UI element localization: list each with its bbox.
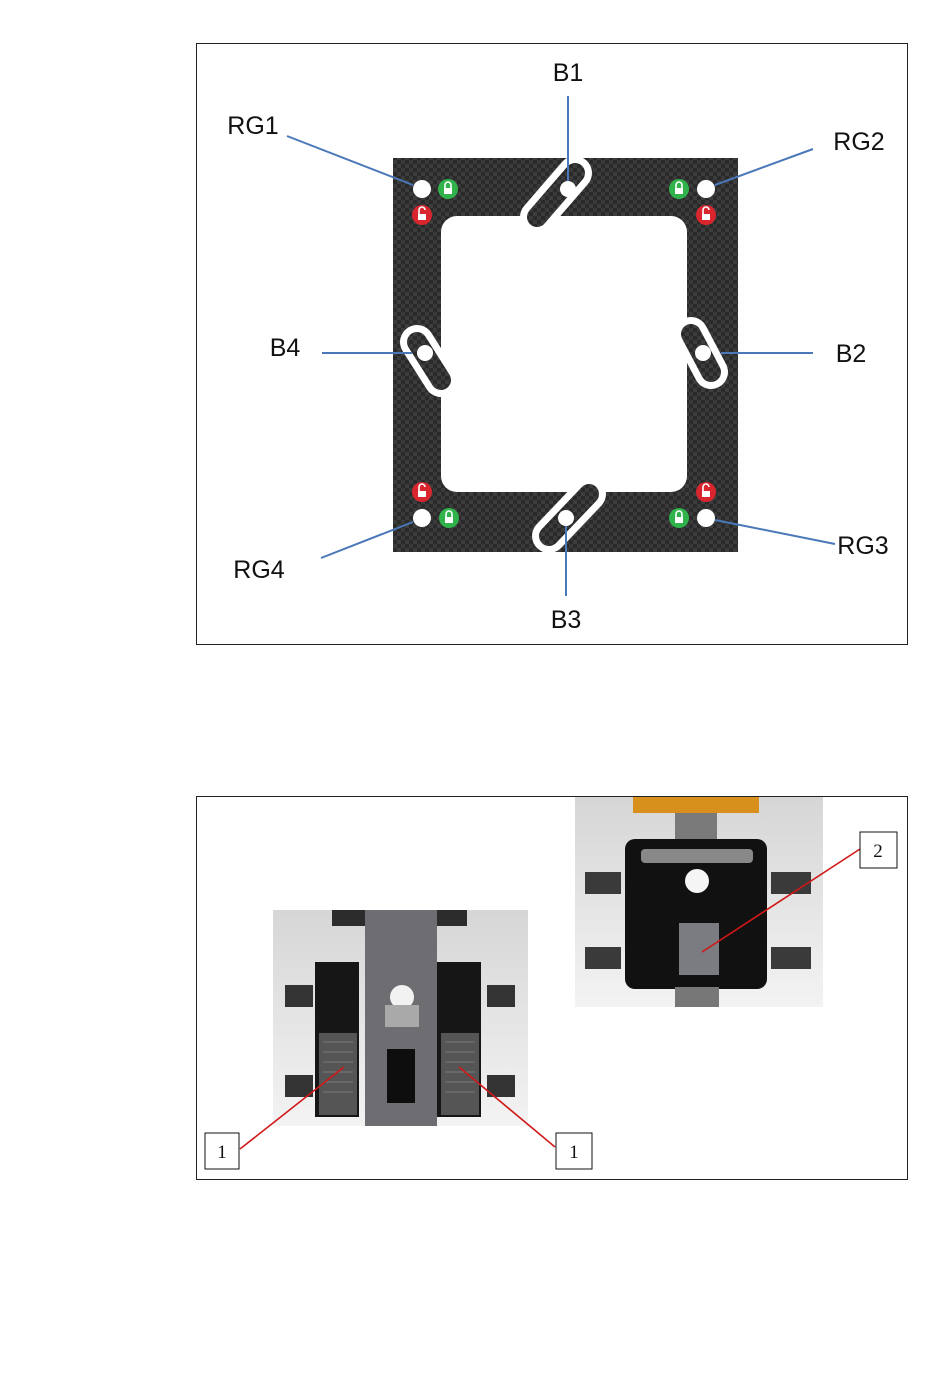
lock-open-icon (696, 482, 716, 502)
label-rg4: RG4 (233, 556, 285, 584)
label-rg3: RG3 (837, 532, 888, 560)
lock-open-icon (412, 205, 432, 225)
figure-2-diagram: 1 1 2 (197, 797, 909, 1181)
callout-2: 2 (860, 832, 897, 868)
slot-b4 (417, 342, 441, 380)
lock-open-icon (696, 205, 716, 225)
callout-label: 1 (569, 1142, 579, 1163)
hole-rg2 (697, 180, 715, 198)
callout-1-right: 1 (556, 1133, 592, 1169)
hole-rg3 (697, 509, 715, 527)
lock-open-icon (412, 482, 432, 502)
top-view-render (575, 797, 823, 1007)
callout-1-left: 1 (205, 1133, 239, 1169)
lock-closed-icon (669, 508, 689, 528)
label-rg2: RG2 (833, 128, 884, 156)
lock-closed-icon (439, 508, 459, 528)
lock-closed-icon (438, 179, 458, 199)
hole-rg1 (413, 180, 431, 198)
figure-2-frame: 1 1 2 (196, 796, 908, 1180)
figure-1-frame: B1 B2 B3 B4 RG1 RG2 RG3 RG4 (196, 43, 908, 645)
callout-label: 2 (873, 841, 883, 862)
slot-b2 (691, 334, 711, 372)
label-b3: B3 (551, 606, 582, 634)
label-b4: B4 (270, 334, 301, 362)
label-rg1: RG1 (227, 112, 278, 140)
figure-1-diagram: B1 B2 B3 B4 RG1 RG2 RG3 RG4 (197, 44, 909, 646)
lock-closed-icon (669, 179, 689, 199)
label-b1: B1 (553, 59, 584, 87)
hole-rg4 (413, 509, 431, 527)
callout-label: 1 (217, 1142, 227, 1163)
label-b2: B2 (836, 340, 867, 368)
